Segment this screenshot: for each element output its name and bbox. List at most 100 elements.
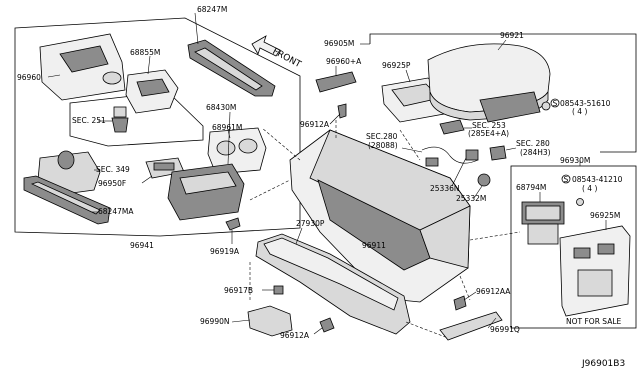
label-68247M: 68247M <box>197 5 227 14</box>
label-96912A-top: 96912A <box>300 120 330 129</box>
label-96921: 96921 <box>500 31 524 40</box>
leader-96991Q <box>487 317 497 329</box>
socket-25332M <box>477 173 491 187</box>
label-sec280a: SEC.280 <box>366 132 398 141</box>
leader-68247M <box>194 12 199 45</box>
label-68855M: 68855M <box>130 48 160 57</box>
sec251-socket <box>111 117 129 133</box>
bracket-96960A <box>315 71 357 93</box>
label-27930P: 27930P <box>296 219 325 228</box>
clip-96917B <box>273 285 284 295</box>
trim-strip-68247MA-face <box>30 181 101 215</box>
shift-finisher-opening <box>59 45 109 73</box>
label-96925M: 96925M <box>590 211 620 220</box>
rear-panel-frame <box>510 165 637 329</box>
diagram-id: J96901B3 <box>581 359 625 369</box>
label-sec280a-sub: (28088) <box>368 141 398 150</box>
label-sec253-sub: (285E4+A) <box>468 129 509 138</box>
front-arrow: FRONT <box>251 35 303 70</box>
leader-sec280a <box>401 147 423 153</box>
label-bolt-08543-41210-qty: ( 4 ) <box>582 184 597 193</box>
label-96912AA: 96912AA <box>476 287 511 296</box>
label-not-for-sale: NOT FOR SALE <box>566 317 622 326</box>
label-sec280b-sub: (284H3) <box>520 148 551 157</box>
circled-s-letter-right: S <box>564 175 569 184</box>
screw-96919A <box>225 217 241 231</box>
label-sec349: SEC. 349 <box>96 165 130 174</box>
bezel-strip-68247M-face <box>194 47 263 91</box>
leader-96921 <box>497 39 507 51</box>
lid-assembly-group: S <box>360 33 637 199</box>
leader-96960 <box>47 74 61 78</box>
label-96919A: 96919A <box>210 247 240 256</box>
front-arrow-icon <box>251 35 281 57</box>
vent-68794M-grille <box>525 205 561 221</box>
label-96930M: 96930M <box>560 156 590 165</box>
clip-96912A-bottom <box>319 317 335 333</box>
label-sec251: SEC. 251 <box>72 116 106 125</box>
latch-sec253 <box>439 119 465 135</box>
vent-68794M-housing <box>527 223 559 245</box>
label-bolt-08543-51610: 08543-51610 <box>560 99 611 108</box>
label-96917B: 96917B <box>224 286 253 295</box>
label-bolt-08543-41210: 08543-41210 <box>572 175 623 184</box>
circled-s-icon-right <box>561 174 571 184</box>
shift-knob <box>57 150 75 170</box>
leader-96912A-top <box>329 113 341 125</box>
console-body-96911-rear <box>419 205 471 269</box>
label-sec253: SEC. 253 <box>472 121 506 130</box>
lid-hinge <box>479 91 541 123</box>
label-68247MA: 68247MA <box>98 207 134 216</box>
center-console-group <box>225 66 521 341</box>
assembly-line-g <box>459 275 471 301</box>
screw-96912AA <box>453 295 467 311</box>
console-body-96911-inner <box>317 179 431 271</box>
duct-27930P-top <box>263 237 399 311</box>
label-96960: 96960 <box>17 73 41 82</box>
leader-96912A-bottom <box>313 327 323 335</box>
connector-sec280-284H3 <box>489 145 507 161</box>
leader-68961M <box>227 129 231 139</box>
label-96960A: 96960+A <box>326 57 362 66</box>
leader-96990N <box>231 319 251 323</box>
switch-96950F-face <box>153 162 175 171</box>
left-assembly-frame <box>14 17 301 237</box>
tray-68430M-top <box>179 171 237 195</box>
leader-25336N <box>451 157 467 187</box>
leader-27930P <box>295 227 303 245</box>
leader-68855M <box>147 55 151 75</box>
box-68855M-lid <box>136 78 170 97</box>
lid-assembly-frame <box>369 33 637 153</box>
holder-cup-left <box>216 140 236 156</box>
assembly-line-c <box>249 179 291 201</box>
harness-sec280 <box>421 146 479 164</box>
tray-68430M <box>167 163 245 221</box>
label-96990N: 96990N <box>200 317 229 326</box>
rear-panel-group: S <box>510 160 637 329</box>
label-68794M: 68794M <box>516 183 546 192</box>
label-96905M: 96905M <box>324 39 354 48</box>
leader-96912AA <box>463 291 477 301</box>
assembly-line-d <box>399 129 421 161</box>
label-96991Q: 96991Q <box>490 325 520 334</box>
leader-sec280b <box>505 147 517 151</box>
label-96941: 96941 <box>130 241 154 250</box>
label-68961M: 68961M <box>212 123 242 132</box>
shift-finisher-cup <box>102 71 122 85</box>
sec251-plug <box>113 106 127 118</box>
label-25336N: 25336N <box>430 184 459 193</box>
bolt-08543-41210 <box>576 198 584 206</box>
holder-cup-right <box>238 138 258 154</box>
assembly-line-h <box>405 321 449 339</box>
clip-96912A-top <box>337 103 347 119</box>
label-bolt-08543-51610-qty: ( 4 ) <box>572 107 587 116</box>
label-96911: 96911 <box>362 241 386 250</box>
socket-25336N <box>465 149 479 161</box>
connector-sec280 <box>425 157 439 167</box>
bracket-96990N <box>247 305 293 337</box>
leader-25332M <box>473 185 483 199</box>
bolt-08543-51610 <box>541 101 551 111</box>
label-25332M: 25332M <box>456 194 486 203</box>
finisher-96925M-vent-l <box>573 247 591 259</box>
